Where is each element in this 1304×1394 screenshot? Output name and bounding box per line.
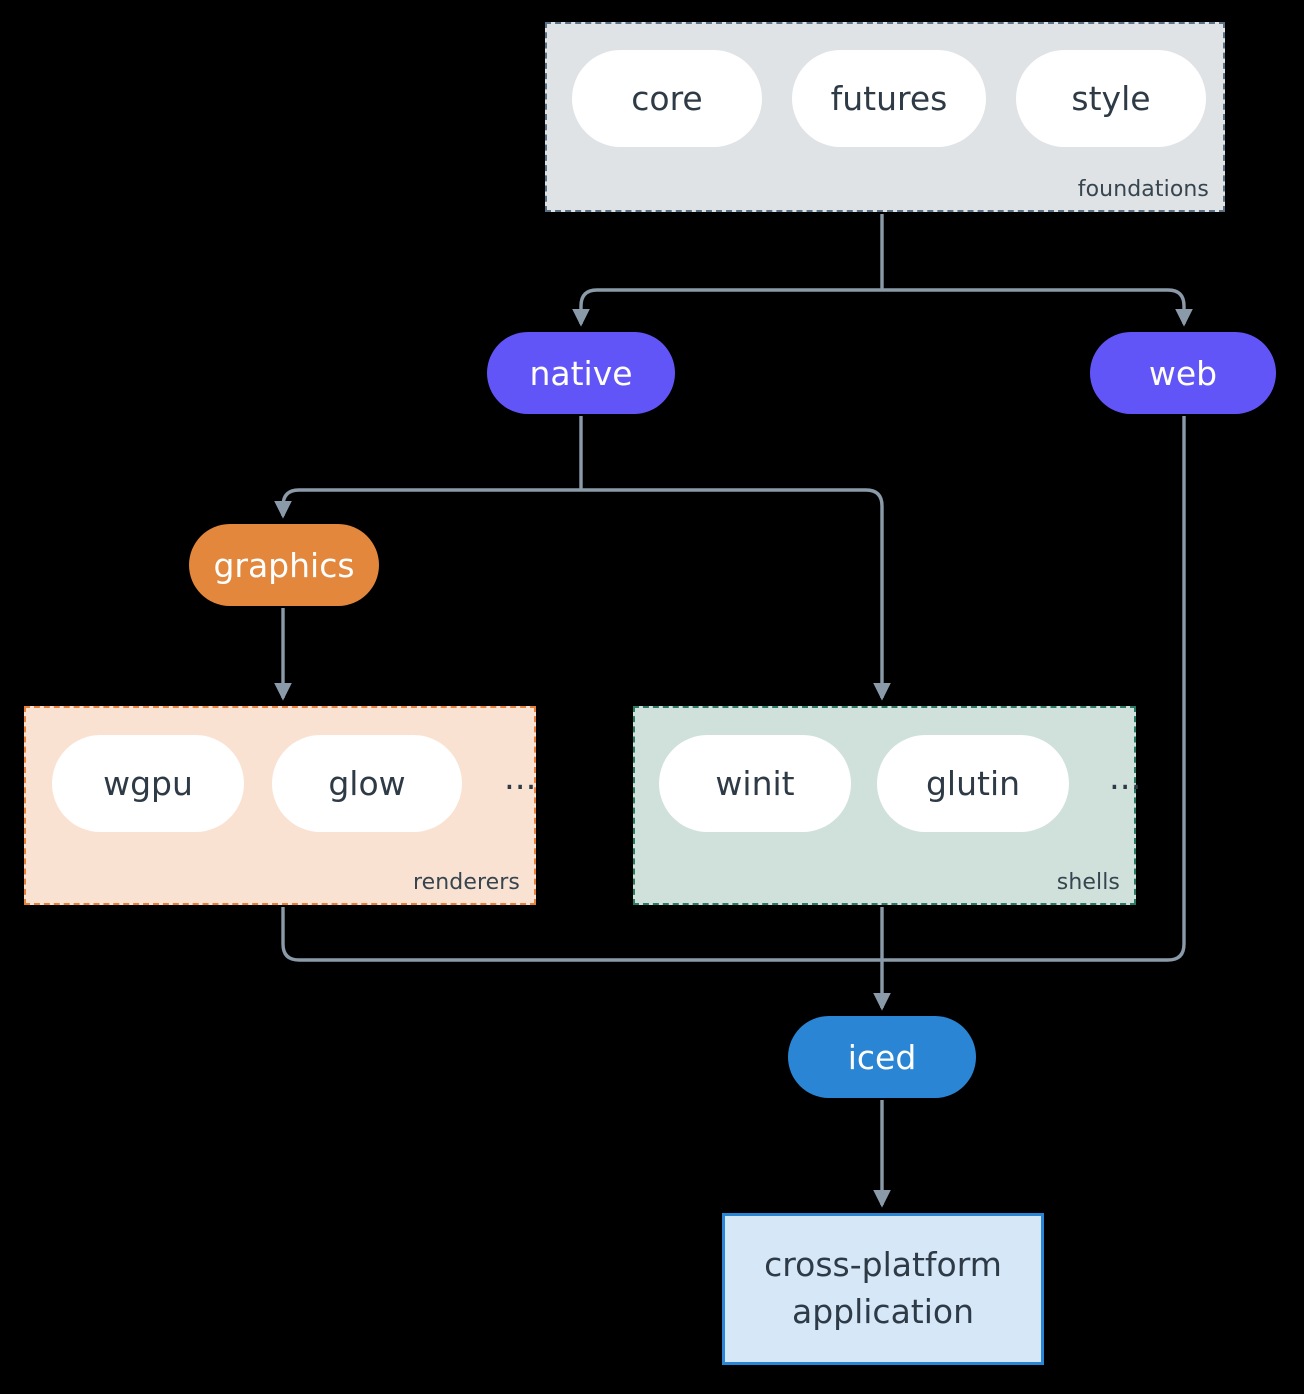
group-shells: winit glutin ... shells [633, 706, 1141, 905]
node-native[interactable]: native [487, 332, 675, 414]
renderers-items: wgpu glow ... [52, 735, 536, 832]
node-glow[interactable]: glow [272, 735, 462, 832]
foundations-items: core futures style [572, 50, 1206, 147]
node-cross-platform-application[interactable]: cross-platform application [722, 1213, 1044, 1365]
node-core[interactable]: core [572, 50, 762, 147]
node-glutin[interactable]: glutin [877, 735, 1069, 832]
shells-items: winit glutin ... [659, 735, 1141, 832]
shells-more-ellipsis: ... [1109, 757, 1142, 798]
node-style[interactable]: style [1016, 50, 1206, 147]
application-line-2: application [791, 1292, 975, 1331]
group-label-renderers: renderers [412, 870, 520, 895]
group-foundations: core futures style foundations [545, 22, 1225, 212]
node-graphics[interactable]: graphics [189, 524, 379, 606]
node-futures[interactable]: futures [792, 50, 986, 147]
node-winit[interactable]: winit [659, 735, 851, 832]
edge-foundations-native [572, 288, 882, 327]
edge-native-graphics [274, 488, 581, 519]
application-line-1: cross-platform [764, 1245, 1002, 1285]
group-label-foundations: foundations [1077, 177, 1209, 202]
node-web[interactable]: web [1090, 332, 1276, 414]
edge-native-shells [581, 488, 891, 701]
edge-renderers-iced [281, 907, 882, 962]
node-wgpu[interactable]: wgpu [52, 735, 244, 832]
edge-foundations-web [882, 288, 1193, 327]
renderers-more-ellipsis: ... [504, 757, 537, 798]
group-label-shells: shells [1056, 870, 1120, 895]
node-iced[interactable]: iced [788, 1016, 976, 1098]
group-renderers: wgpu glow ... renderers [24, 706, 536, 905]
